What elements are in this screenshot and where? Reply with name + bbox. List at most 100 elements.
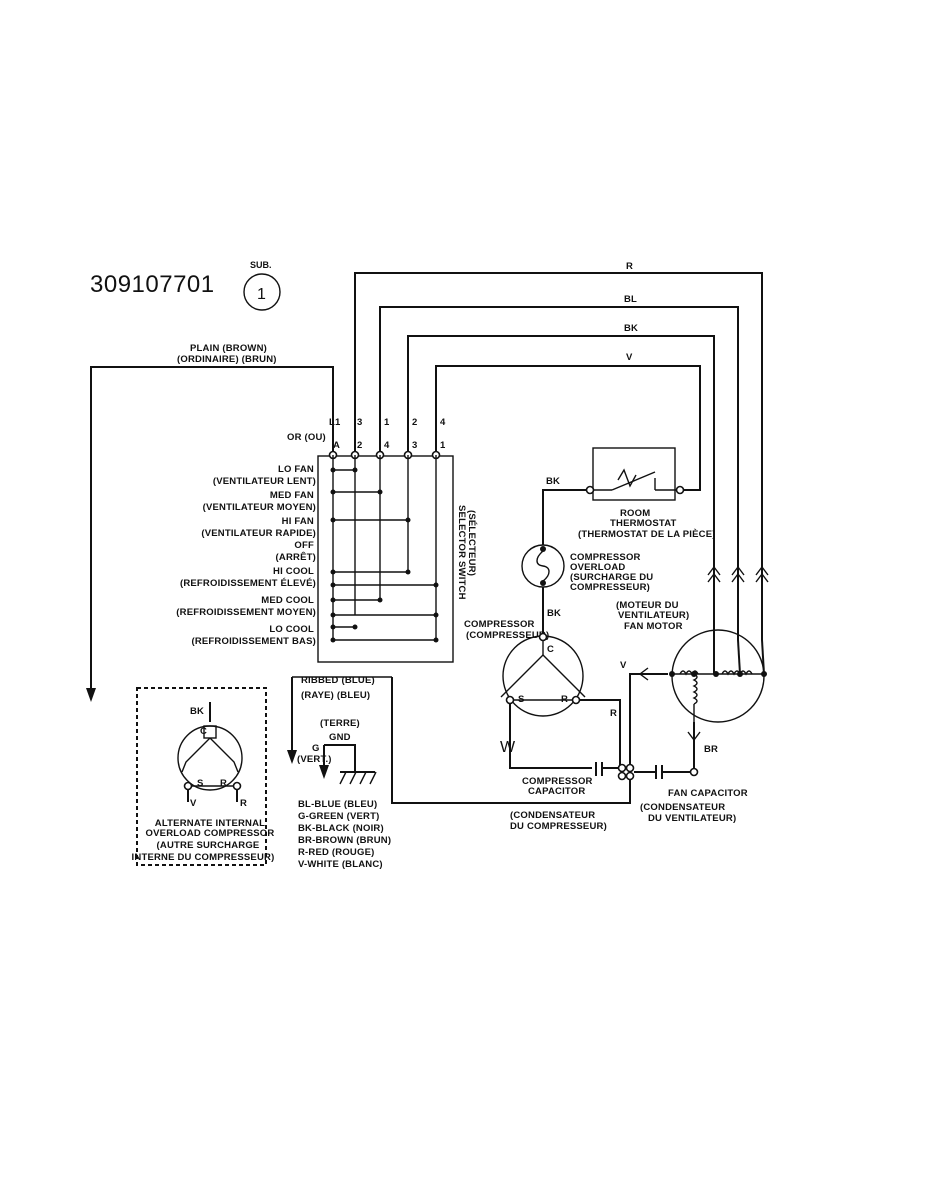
selector-switch-label-fr: (SÉLECTEUR) [466, 510, 477, 576]
thermostat-contact [593, 468, 678, 491]
compressor-label-2: (COMPRESSEUR) [466, 630, 549, 641]
wire-fan-br-arrow [687, 731, 701, 742]
compressor-r-label: R [561, 694, 568, 705]
overload-terminal-top [540, 546, 546, 552]
switch-terminal-top-4: 4 [440, 417, 446, 428]
fan-motor-label-2: VENTILATEUR) [618, 610, 689, 621]
compressor-label-1: COMPRESSOR [464, 619, 535, 630]
thermostat-terminal-right [675, 485, 685, 495]
position-lo-cool-fr: (REFROIDISSEMENT BAS) [191, 636, 316, 647]
switch-terminal-4: 4 [384, 440, 390, 451]
alt-terminal-s [183, 781, 193, 791]
bk-label-compressor: BK [547, 608, 561, 619]
plain-arrow [86, 688, 96, 702]
position-med-fan-fr: (VENTILATEUR MOYEN) [203, 502, 316, 513]
thermostat-label-2: THERMOSTAT [610, 518, 677, 529]
position-hi-cool: HI COOL [273, 566, 314, 577]
position-lo-fan: LO FAN [278, 464, 314, 475]
r-label-compressor: R [610, 708, 617, 719]
wire-label-v: V [626, 352, 633, 363]
part-number: 309107701 [90, 271, 215, 298]
switch-contact-dots [330, 467, 439, 643]
legend-white: V-WHITE (BLANC) [298, 859, 383, 870]
wire-bk [407, 335, 715, 640]
position-hi-fan-fr: (VENTILATEUR RAPIDE) [201, 528, 316, 539]
switch-terminal-a: A [333, 440, 340, 451]
alt-r-label: R [220, 778, 227, 789]
wire-r [354, 272, 763, 640]
compressor-terminal-r [571, 695, 581, 705]
wire-v [435, 365, 701, 491]
switch-internal-wiring [332, 455, 437, 641]
fan-capacitor-fr-2: DU VENTILATEUR) [648, 813, 736, 824]
alt-caption-2: OVERLOAD COMPRESSOR [146, 828, 275, 839]
ribbed-label-2: (RAYE) (BLEU) [301, 690, 370, 701]
plain-wire [90, 366, 334, 690]
sub-circle [243, 273, 281, 311]
fan-capacitor-label: FAN CAPACITOR [668, 788, 748, 799]
compressor-terminal-c [538, 632, 548, 642]
switch-terminal-top-3: 3 [357, 417, 362, 428]
sub-number: 1 [257, 286, 266, 303]
compressor-capacitor [595, 762, 618, 776]
ribbed-arrow [287, 750, 297, 764]
position-hi-fan: HI FAN [282, 516, 314, 527]
ribbed-label-1: RIBBED (BLUE) [301, 675, 375, 686]
wire-fan-v-arrow [638, 667, 649, 681]
ground-label-vert: (VERT.) [297, 754, 332, 765]
position-off-fr: (ARRÊT) [276, 551, 316, 563]
thermostat-label-3: (THERMOSTAT DE LA PIÈCE) [578, 529, 716, 540]
overload-terminal-bottom [540, 580, 546, 586]
color-legend: BL-BLUE (BLEU) G-GREEN (VERT) BK-BLACK (… [298, 799, 391, 870]
junction-block [617, 763, 635, 781]
legend-black: BK-BLACK (NOIR) [298, 823, 384, 834]
alt-compressor-windings [181, 725, 239, 787]
wire-label-r: R [626, 261, 633, 272]
compressor-capacitor-label-1: COMPRESSOR [522, 776, 593, 787]
wire-fan-v [629, 673, 668, 764]
wire-label-bk: BK [624, 323, 638, 334]
wire-compressor-s [509, 704, 592, 769]
wire-fan-bl-drop [737, 639, 741, 675]
position-med-fan: MED FAN [270, 490, 314, 501]
position-med-cool: MED COOL [261, 595, 314, 606]
legend-blue: BL-BLUE (BLEU) [298, 799, 377, 810]
fan-motor-windings [672, 670, 764, 722]
alt-compressor-circle [177, 725, 243, 791]
or-label: OR (OU) [287, 432, 326, 443]
fan-capacitor-terminal [689, 767, 699, 777]
selector-switch-box [317, 455, 454, 663]
thermostat-terminal-left [585, 485, 595, 495]
position-off: OFF [294, 540, 314, 551]
alt-caption-3: (AUTRE SURCHARGE [157, 840, 260, 851]
alt-caption: ALTERNATE INTERNAL OVERLOAD COMPRESSOR (… [132, 818, 275, 863]
wire-ribbed [391, 677, 631, 804]
wire-bl [379, 306, 739, 640]
overload-label-1: COMPRESSOR [570, 552, 641, 563]
wire-ground [324, 744, 356, 772]
compressor-s-label: S [518, 694, 525, 705]
switch-position-labels: LO FAN (VENTILATEUR LENT) MED FAN (VENTI… [176, 464, 316, 647]
legend-red: R-RED (ROUGE) [298, 847, 375, 858]
plain-label-2: (ORDINAIRE) (BRUN) [177, 354, 277, 365]
sub-label: SUB. [250, 260, 272, 270]
v-label-fan: V [620, 660, 627, 671]
wire-label-bl: BL [624, 294, 637, 305]
switch-terminal-1: 1 [440, 440, 446, 451]
connector-chevrons [707, 565, 769, 583]
overload-label-2: OVERLOAD [570, 562, 625, 573]
switch-terminal-top-2: 2 [412, 417, 417, 428]
selector-switch-label: SELECTOR SWITCH [456, 505, 467, 600]
overload-element [536, 550, 550, 582]
ground-label-fr: (TERRE) [320, 718, 360, 729]
fan-motor-label-3: FAN MOTOR [624, 621, 683, 632]
ground-arrow [319, 765, 329, 779]
thermostat-label-1: ROOM [620, 508, 650, 519]
position-med-cool-fr: (REFROIDISSEMENT MOYEN) [176, 607, 316, 618]
alt-bk-label: BK [190, 706, 204, 717]
fan-motor-label-1: (MOTEUR DU [616, 600, 679, 611]
alt-caption-1: ALTERNATE INTERNAL [155, 818, 265, 829]
alt-v-label: V [190, 798, 197, 809]
legend-brown: BR-BROWN (BRUN) [298, 835, 391, 846]
